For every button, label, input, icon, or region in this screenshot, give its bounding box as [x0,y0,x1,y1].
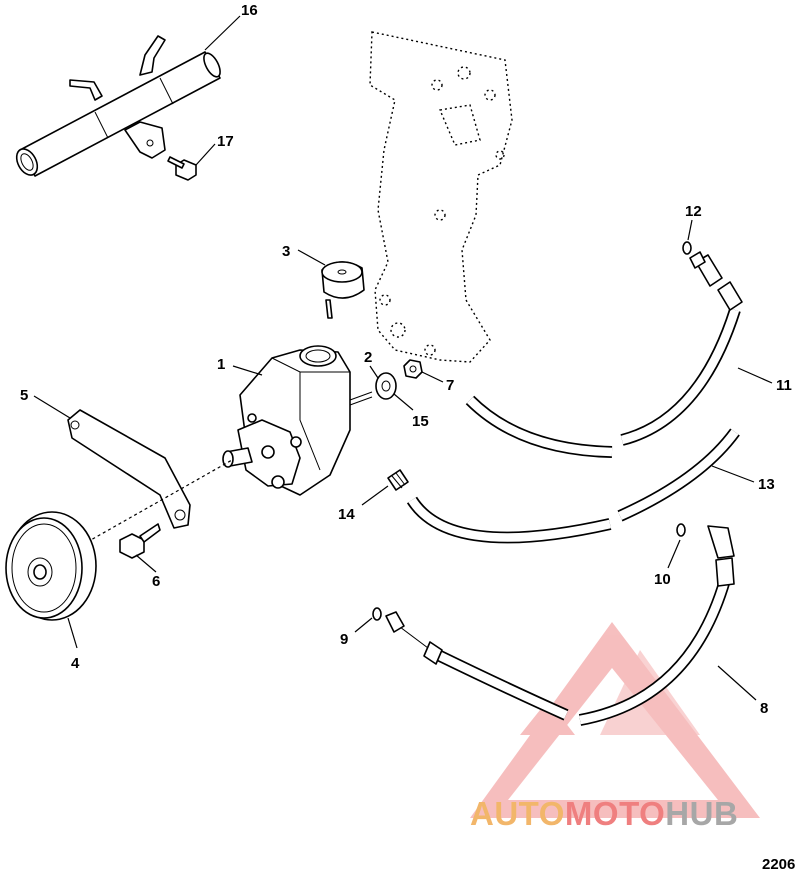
filler-cap-part-3 [321,261,365,319]
callout-11: 11 [776,377,792,394]
leader-14 [361,485,389,506]
pulley-part-4 [5,511,97,621]
callout-2: 2 [364,349,372,366]
leader-9 [354,617,373,633]
spacer-part-2 [375,372,397,400]
callout-15: 15 [412,413,429,430]
engine-mount-bracket-outline [369,31,513,363]
callout-13: 13 [758,476,775,493]
leader-17 [195,143,216,166]
watermark-triangle-logo [470,622,760,818]
callout-1: 1 [217,356,225,373]
o-ring-part-9 [372,607,382,621]
bolt-part-17 [167,156,197,181]
leader-13 [711,465,755,483]
water-tube-part-16 [15,35,221,177]
callout-14: 14 [338,506,355,523]
callout-7: 7 [446,377,454,394]
callout-3: 3 [282,243,290,260]
leader-6 [135,554,157,573]
alignment-line [81,459,233,546]
leader-16 [204,15,241,51]
o-ring-part-12 [682,241,692,255]
callout-8: 8 [760,700,768,717]
diagram-code: 2206 [762,856,796,873]
leader-3 [297,249,326,266]
callout-16: 16 [241,2,258,19]
leader-10 [667,539,681,569]
callout-9: 9 [340,631,348,648]
fitting-part-14 [387,469,409,491]
leader-1 [232,365,263,376]
leader-5 [33,395,71,419]
leader-8 [717,665,757,701]
callout-17: 17 [217,133,234,150]
watermark-auto: AUTO [470,795,565,832]
leader-12 [687,219,693,241]
watermark-hub: HUB [665,795,739,832]
watermark-moto: MOTO [564,795,666,832]
callout-6: 6 [152,573,160,590]
watermark-logo-text: AUTOMOTOHUB [470,795,738,833]
callout-10: 10 [654,571,671,588]
power-steering-pump-part-1 [222,345,373,496]
bolt-part-6 [119,523,161,559]
o-ring-part-10 [676,523,686,537]
callout-4: 4 [71,655,80,672]
leader-7 [421,371,444,383]
nut-part-7 [403,359,423,379]
leader-4 [67,617,78,649]
leader-11 [737,367,773,384]
leader-15 [393,393,414,411]
hose-part-8 [385,525,735,726]
hose-part-11 [465,251,743,458]
callout-5: 5 [20,387,28,404]
leader-2 [369,365,379,379]
hose-part-13 [406,428,740,544]
callout-12: 12 [685,203,702,220]
pump-bracket-part-5 [67,409,191,529]
